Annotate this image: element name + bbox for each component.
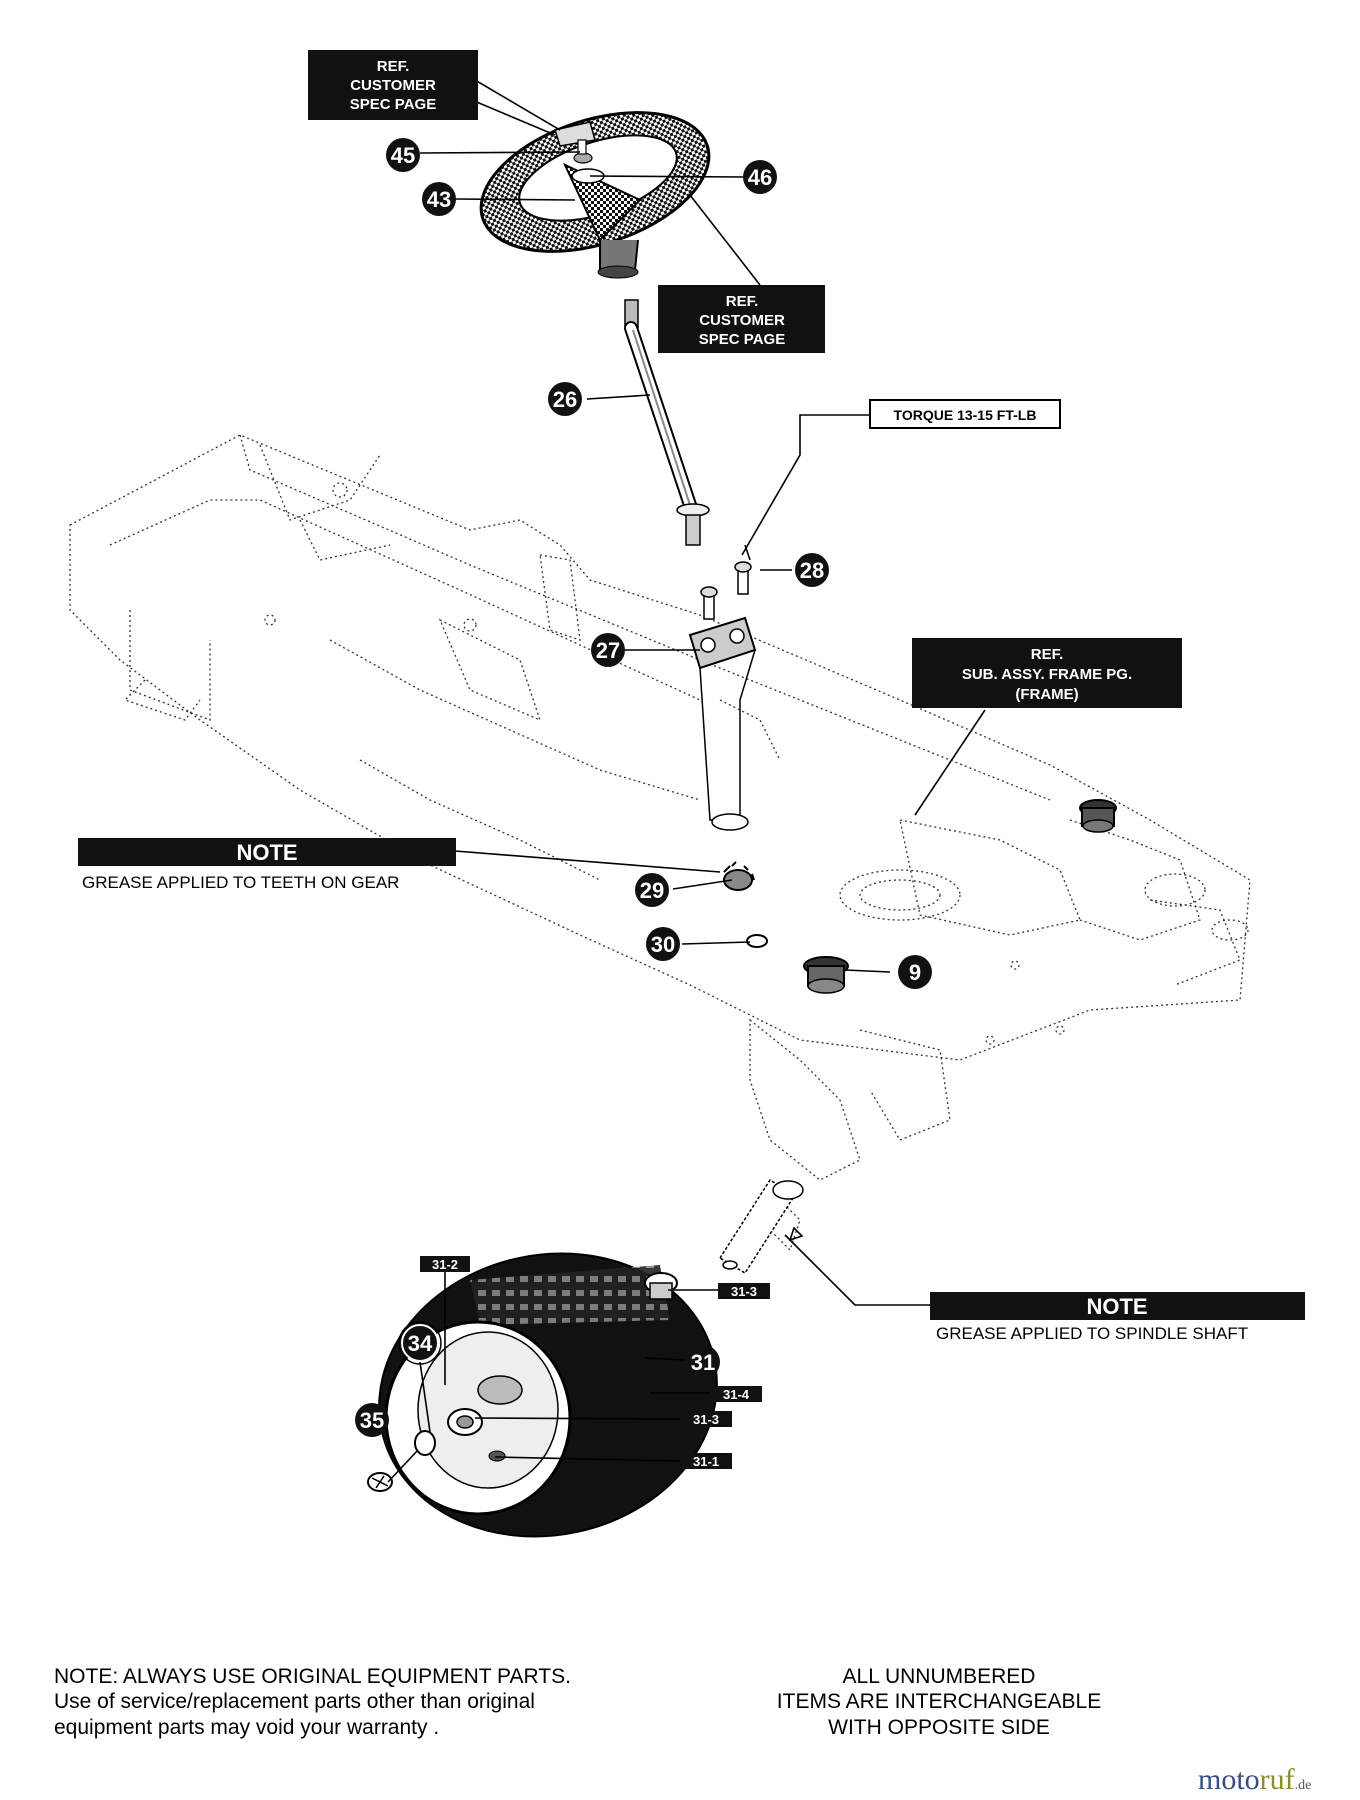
svg-text:REF.: REF. [377, 58, 410, 75]
spindle [718, 1178, 804, 1275]
svg-text:Use of service/replacement par: Use of service/replacement parts other t… [54, 1690, 535, 1713]
svg-text:NOTE: ALWAYS USE ORIGINAL EQUI: NOTE: ALWAYS USE ORIGINAL EQUIPMENT PART… [54, 1665, 571, 1688]
part-31-label: 31 [686, 1345, 720, 1379]
svg-text:26: 26 [553, 387, 577, 412]
footer-interchangeable-note: ALL UNNUMBERED ITEMS ARE INTERCHANGEABLE… [777, 1665, 1101, 1739]
svg-text:motoruf.de: motoruf.de [1198, 1763, 1311, 1796]
svg-text:REF.: REF. [1031, 646, 1064, 663]
front-wheel [367, 1252, 718, 1538]
svg-text:45: 45 [391, 143, 415, 168]
footer-warranty-note: NOTE: ALWAYS USE ORIGINAL EQUIPMENT PART… [54, 1665, 571, 1739]
svg-text:CUSTOMER: CUSTOMER [699, 312, 785, 329]
ref-callout-mid: REF. CUSTOMER SPEC PAGE [658, 285, 825, 353]
bushing-right [1079, 799, 1117, 833]
svg-text:SPEC PAGE: SPEC PAGE [350, 96, 436, 113]
subpart-31-2-tag: 31-2 [420, 1256, 470, 1272]
part-29-label: 29 [635, 873, 669, 907]
part-35-label: 35 [355, 1403, 389, 1437]
watermark-logo: motoruf.de [1198, 1763, 1311, 1796]
subpart-31-4-tag: 31-4 [710, 1386, 762, 1402]
part-28-label: 28 [795, 553, 829, 587]
svg-text:SPEC PAGE: SPEC PAGE [699, 331, 785, 348]
part-30-label: 30 [646, 927, 680, 961]
part-9-label: 9 [898, 955, 932, 989]
svg-text:GREASE APPLIED TO TEETH ON GEA: GREASE APPLIED TO TEETH ON GEAR [82, 873, 399, 892]
svg-text:equipment parts may void your: equipment parts may void your warranty . [54, 1716, 439, 1739]
subpart-31-3-tag-lower: 31-3 [680, 1411, 732, 1427]
ref-callout-top: REF. CUSTOMER SPEC PAGE [308, 50, 478, 120]
part-26-label: 26 [548, 382, 582, 416]
bushing-9 [803, 956, 849, 994]
ref-callout-frame: REF. SUB. ASSY. FRAME PG. (FRAME) [912, 638, 1182, 708]
svg-text:35: 35 [360, 1408, 384, 1433]
leader-lines [387, 79, 986, 1483]
mower-frame [69, 434, 1251, 1252]
torque-spec-box: TORQUE 13-15 FT-LB [869, 399, 1061, 429]
svg-text:NOTE: NOTE [1086, 1294, 1147, 1319]
note-gear-grease: NOTE GREASE APPLIED TO TEETH ON GEAR [78, 838, 456, 892]
svg-text:(FRAME): (FRAME) [1015, 686, 1078, 703]
svg-text:GREASE APPLIED TO SPINDLE SHAF: GREASE APPLIED TO SPINDLE SHAFT [936, 1324, 1248, 1343]
part-43-label: 43 [422, 182, 456, 216]
steering-wheel [479, 111, 711, 279]
svg-text:SUB. ASSY. FRAME PG.: SUB. ASSY. FRAME PG. [962, 666, 1132, 683]
svg-text:27: 27 [596, 638, 620, 663]
part-34-label: 34 [398, 1321, 442, 1365]
subpart-31-3-tag-upper: 31-3 [718, 1283, 770, 1299]
note-spindle-grease: NOTE GREASE APPLIED TO SPINDLE SHAFT [930, 1292, 1305, 1343]
svg-text:31-4: 31-4 [723, 1387, 750, 1402]
svg-text:9: 9 [909, 960, 921, 985]
svg-text:31: 31 [691, 1350, 715, 1375]
part-27-label: 27 [591, 633, 625, 667]
svg-text:43: 43 [427, 187, 451, 212]
steering-bracket [688, 561, 757, 831]
part-45-label: 45 [386, 138, 420, 172]
sector-gear [723, 861, 768, 948]
svg-text:28: 28 [800, 558, 824, 583]
svg-text:TORQUE 13-15 FT-LB: TORQUE 13-15 FT-LB [894, 407, 1037, 423]
svg-text:NOTE: NOTE [236, 840, 297, 865]
svg-text:31-1: 31-1 [693, 1454, 719, 1469]
svg-text:ALL UNNUMBERED: ALL UNNUMBERED [843, 1665, 1036, 1688]
svg-text:29: 29 [640, 878, 664, 903]
svg-text:CUSTOMER: CUSTOMER [350, 77, 436, 94]
part-46-label: 46 [743, 160, 777, 194]
svg-text:34: 34 [408, 1331, 433, 1356]
subpart-31-1-tag: 31-1 [680, 1453, 732, 1469]
svg-text:31-2: 31-2 [432, 1257, 458, 1272]
svg-text:46: 46 [748, 165, 772, 190]
svg-text:31-3: 31-3 [693, 1412, 719, 1427]
svg-text:30: 30 [651, 932, 675, 957]
svg-text:WITH OPPOSITE SIDE: WITH OPPOSITE SIDE [828, 1716, 1050, 1739]
svg-text:ITEMS ARE INTERCHANGEABLE: ITEMS ARE INTERCHANGEABLE [777, 1690, 1101, 1713]
svg-text:31-3: 31-3 [731, 1284, 757, 1299]
steering-shaft [624, 299, 710, 546]
svg-text:REF.: REF. [726, 293, 759, 310]
